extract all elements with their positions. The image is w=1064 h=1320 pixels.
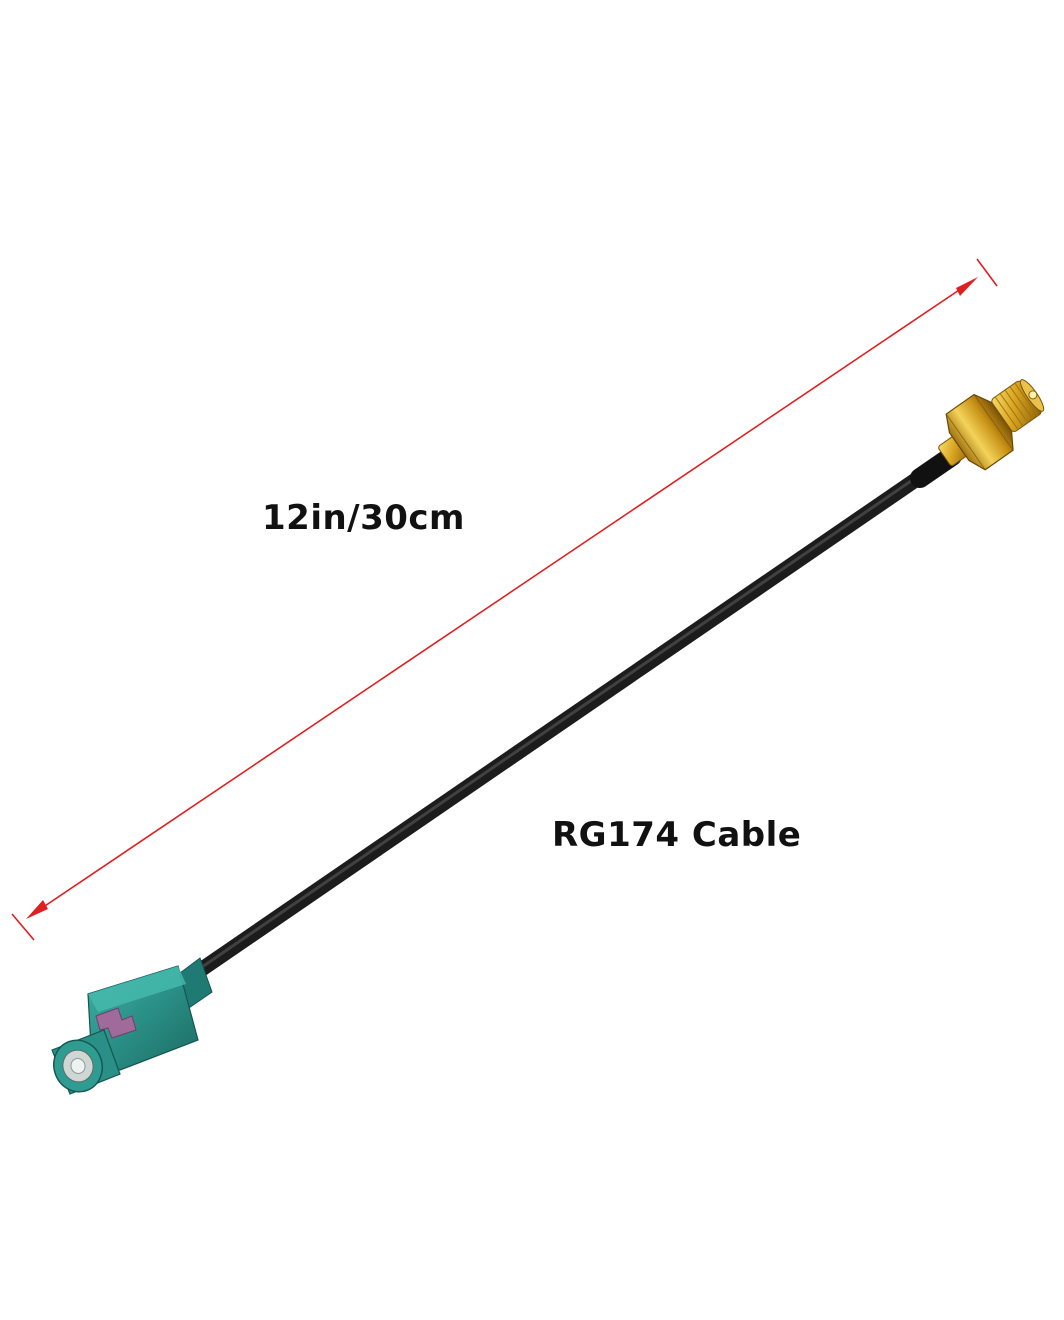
dimension-arrow bbox=[11, 258, 998, 941]
arrowhead-right-icon bbox=[956, 277, 978, 296]
arrowhead-left-icon bbox=[26, 900, 48, 919]
fakra-connector bbox=[51, 957, 213, 1095]
sma-connector bbox=[938, 379, 1045, 471]
cable-type-label: RG174 Cable bbox=[552, 815, 802, 855]
length-label: 12in/30cm bbox=[262, 498, 465, 538]
dimension-arrowheads bbox=[26, 277, 978, 919]
dimension-line bbox=[29, 279, 975, 917]
dimension-end-tick-right bbox=[976, 258, 998, 287]
dimension-end-tick-left bbox=[11, 913, 35, 941]
